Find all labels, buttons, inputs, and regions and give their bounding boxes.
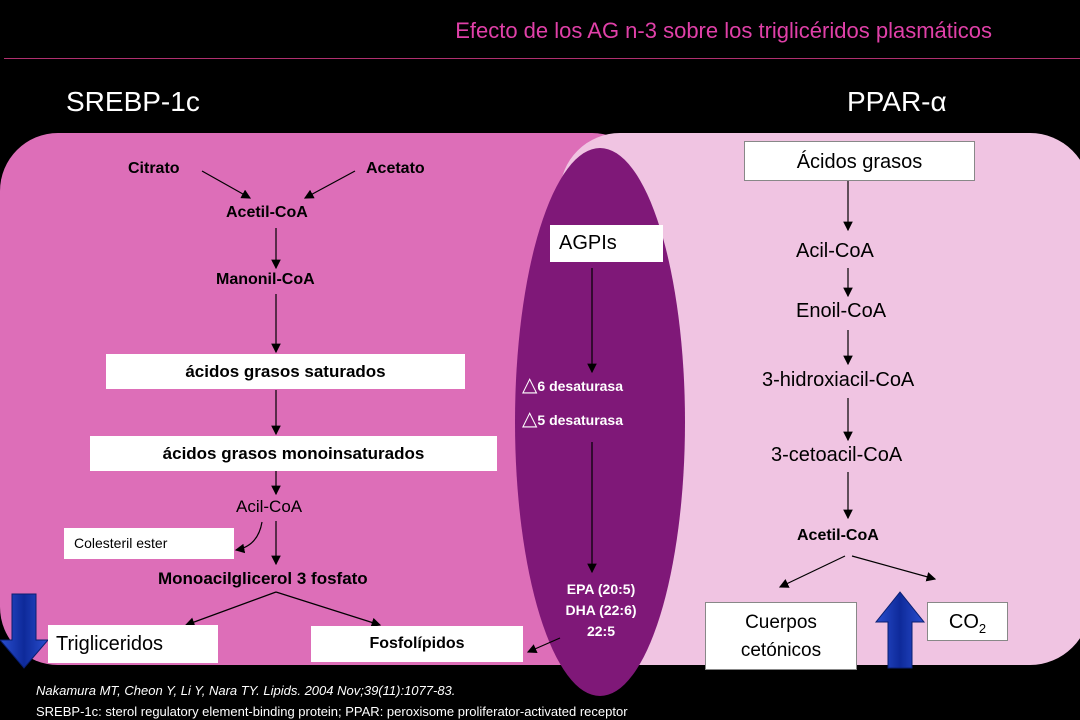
epa-dha-labels: EPA (20:5) DHA (22:6) 22:5 [540, 579, 662, 642]
trigliceridos-box: Trigliceridos [48, 625, 218, 663]
page-title: Efecto de los AG n-3 sobre los triglicér… [455, 18, 992, 43]
arrow-acil-colesteril [234, 521, 263, 554]
citrato-label: Citrato [128, 160, 180, 177]
arrow-epa-fosfo [526, 637, 561, 654]
fosfolipidos-box: Fosfolípidos [311, 626, 523, 662]
acil-coa-left-label: Acil-CoA [236, 497, 303, 516]
ppar-heading: PPAR-α [847, 86, 947, 117]
monoacil-label: Monoacilglicerol 3 fosfato [158, 569, 368, 588]
abbreviations: SREBP-1c: sterol regulatory element-bind… [36, 704, 628, 719]
desaturasa-6-label: △6 desaturasa [522, 374, 623, 396]
dha-label: DHA (22:6) [565, 602, 637, 618]
increase-arrow-icon [874, 591, 926, 669]
arrow-acetil-co2 [851, 555, 937, 582]
arrow-acetil-cuerpos [778, 555, 846, 588]
co2-box: CO2 [927, 602, 1008, 641]
monoinsaturados-box: ácidos grasos monoinsaturados [90, 436, 497, 471]
hidroxiacil-label: 3-hidroxiacil-CoA [762, 369, 915, 391]
cetoacil-label: 3-cetoacil-CoA [771, 444, 903, 466]
epa-label: EPA (20:5) [566, 581, 636, 597]
delta-icon: △ [522, 408, 538, 430]
title-divider [4, 58, 1080, 59]
agpis-box: AGPIs [550, 225, 663, 262]
acetil-coa-label: Acetil-CoA [226, 204, 308, 221]
acidos-grasos-box: Ácidos grasos [744, 141, 975, 181]
srebp-heading: SREBP-1c [66, 86, 200, 117]
acetil-coa-right-label: Acetil-CoA [797, 527, 879, 544]
delta-icon: △ [522, 374, 538, 396]
decrease-arrow-icon [0, 593, 50, 669]
enoil-coa-label: Enoil-CoA [796, 300, 887, 322]
colesteril-box: Colesteril ester [64, 528, 234, 559]
arrow-monoacil-trig [184, 591, 277, 627]
cuerpos-box: Cuerpos cetónicos [705, 602, 857, 670]
acil-coa-right-label: Acil-CoA [796, 240, 874, 262]
citation: Nakamura MT, Cheon Y, Li Y, Nara TY. Lip… [36, 683, 456, 698]
desaturasa-5-label: △5 desaturasa [522, 408, 623, 430]
acetato-label: Acetato [366, 160, 425, 177]
arrow-citrato-acetil [201, 170, 252, 199]
ratio-label: 22:5 [586, 623, 616, 639]
manonil-coa-label: Manonil-CoA [216, 271, 315, 288]
arrow-monoacil-fosfo [275, 591, 382, 628]
arrow-acetato-acetil [303, 170, 356, 199]
saturados-box: ácidos grasos saturados [106, 354, 465, 389]
